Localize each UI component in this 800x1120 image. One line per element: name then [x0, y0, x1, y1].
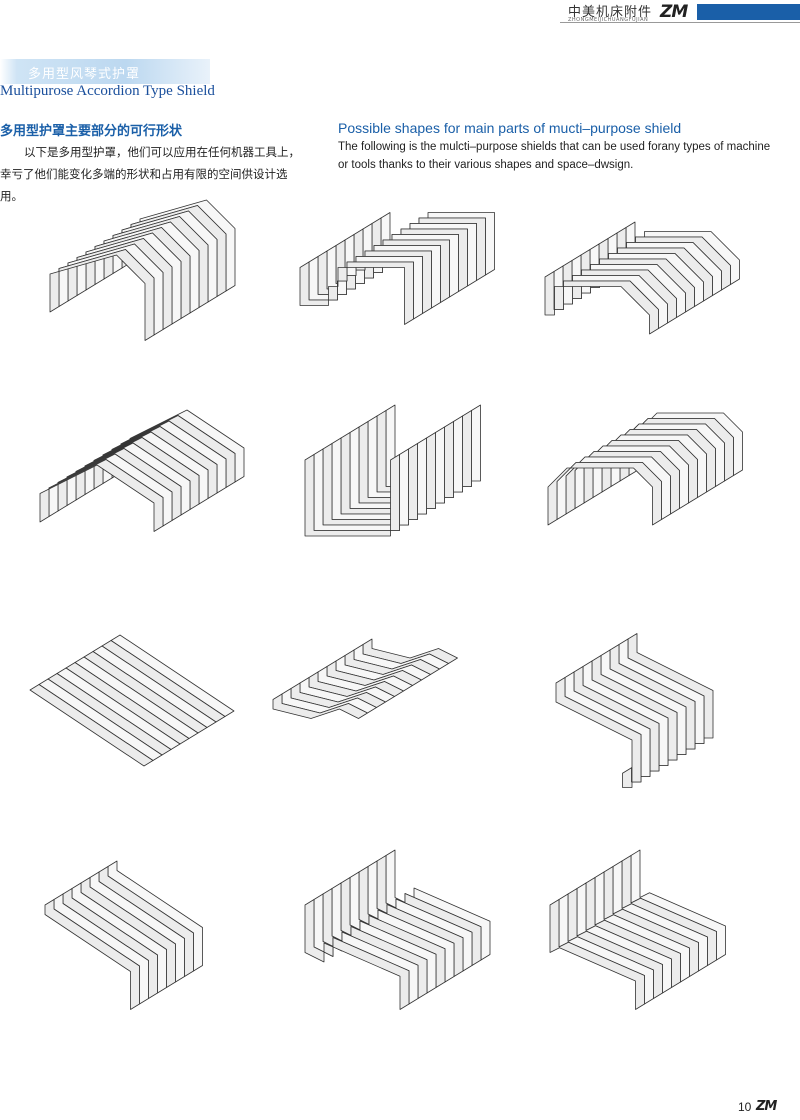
shield-step	[544, 221, 740, 335]
pleat	[555, 677, 642, 788]
shield-flat-ramp	[272, 638, 458, 719]
intro-body-en: The following is the mulcti–purpose shie…	[338, 138, 798, 174]
shield-flat-plate	[29, 634, 235, 767]
company-name-cn: 中美机床附件	[568, 5, 653, 20]
shield-box-frame	[304, 404, 481, 537]
intro-body-cn: 以下是多用型护罩，他们可以应用在任何机器工具上，幸亏了他们能变化多端的形状和占用…	[0, 141, 305, 207]
intro-body-cn-text: 以下是多用型护罩，他们可以应用在任何机器工具上，幸亏了他们能变化多端的形状和占用…	[0, 145, 300, 203]
pleat	[272, 693, 368, 719]
shield-hex-arch	[547, 412, 743, 526]
shield-hook-c	[299, 212, 495, 325]
pleat	[299, 261, 414, 325]
intro-heading-en: Possible shapes for main parts of mucti–…	[338, 120, 682, 136]
intro-heading-cn: 多用型护罩主要部分的可行形状	[0, 124, 183, 139]
header-blue-bar	[697, 4, 800, 20]
shield-c-channel	[304, 849, 491, 1010]
shield-l-angle	[44, 860, 203, 1010]
pleat	[549, 899, 645, 1010]
pleat	[39, 459, 164, 532]
shield-gable-roof	[39, 409, 245, 532]
pleat	[49, 249, 155, 341]
shield-l-hook	[555, 633, 714, 788]
pleat	[544, 271, 659, 335]
shield-arch-bend	[49, 199, 236, 341]
page-number: 10	[738, 1100, 752, 1114]
section-tab: 多用型风琴式护罩	[0, 59, 210, 84]
header-rule	[560, 22, 800, 23]
shield-l-flange	[549, 849, 726, 1010]
footer-logo: ZM	[756, 1099, 777, 1114]
pleat	[44, 899, 140, 1010]
pleat	[29, 684, 154, 767]
intro-body-en-line2: or tools thanks to their various shapes …	[338, 159, 634, 171]
company-name-en: ZHONGMEIJICHUANGFUJIAN	[568, 17, 649, 23]
header-logo: ZM	[660, 2, 688, 22]
section-subtitle: Multipurose Accordion Type Shield	[0, 83, 215, 99]
pleat	[547, 462, 662, 526]
pleat	[304, 899, 410, 1010]
section-tab-label: 多用型风琴式护罩	[28, 67, 141, 82]
intro-body-en-line1: The following is the mulcti–purpose shie…	[338, 141, 771, 153]
pleat	[304, 454, 400, 537]
